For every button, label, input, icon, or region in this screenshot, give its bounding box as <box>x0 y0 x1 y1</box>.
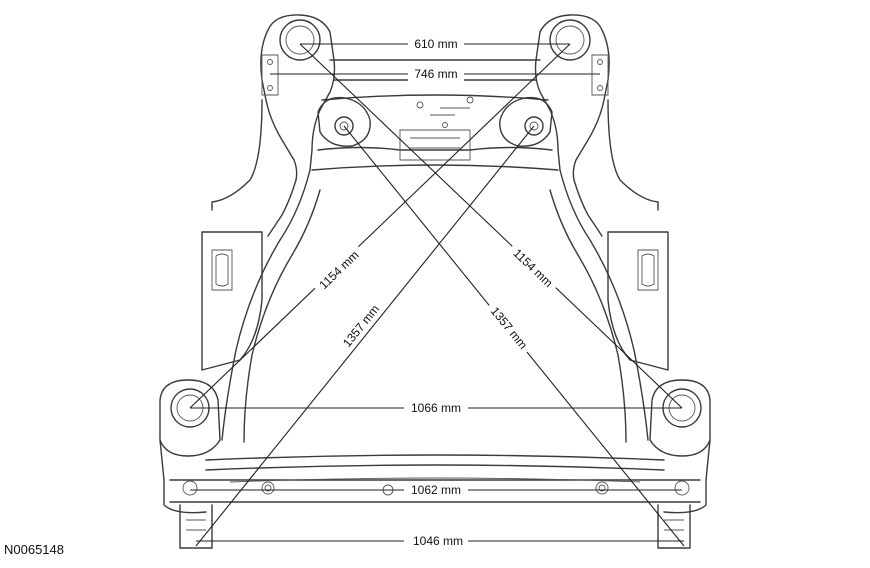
subframe-outline <box>159 14 711 549</box>
figure-id-label: N0065148 <box>4 542 64 557</box>
label-1154-left: 1154 mm <box>316 248 361 292</box>
dim-line-1154-left <box>189 43 571 409</box>
dimension-lines <box>189 43 685 547</box>
dim-line-1357-left <box>195 125 535 547</box>
dim-line-1154-right <box>299 43 683 409</box>
label-1357-right: 1357 mm <box>488 304 530 352</box>
label-1046: 1046 mm <box>413 534 463 548</box>
label-610: 610 mm <box>414 37 457 51</box>
label-1357-left: 1357 mm <box>340 302 382 350</box>
label-1066: 1066 mm <box>411 401 461 415</box>
label-1062: 1062 mm <box>411 483 461 497</box>
label-746: 746 mm <box>414 67 457 81</box>
label-1154-right: 1154 mm <box>510 246 555 290</box>
dimension-labels: 610 mm 746 mm 1154 mm 1154 mm 1357 mm 13… <box>311 36 561 549</box>
